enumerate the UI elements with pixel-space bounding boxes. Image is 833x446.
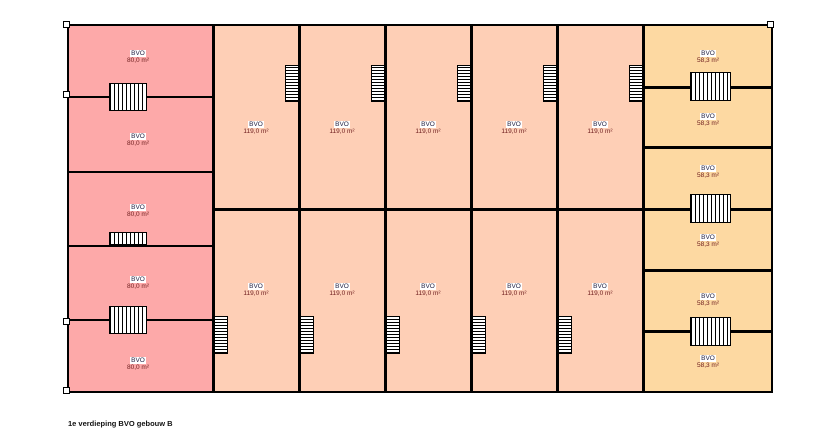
unit-area: 80,0 m² bbox=[126, 364, 150, 371]
unit-area: 58,3 m² bbox=[696, 362, 720, 369]
wall bbox=[68, 245, 213, 247]
unit-name: BVO bbox=[506, 121, 522, 128]
corner-marker bbox=[767, 21, 774, 28]
unit-area: 58,3 m² bbox=[696, 57, 720, 64]
staircase bbox=[371, 65, 385, 102]
staircase bbox=[285, 65, 299, 102]
unit-name: BVO bbox=[334, 121, 350, 128]
unit-name: BVO bbox=[248, 121, 264, 128]
staircase bbox=[690, 194, 731, 223]
corner-marker bbox=[63, 21, 70, 28]
unit-name: BVO bbox=[420, 283, 436, 290]
unit-name: BVO bbox=[700, 293, 716, 300]
unit-area: 58,3 m² bbox=[696, 241, 720, 248]
wall bbox=[213, 208, 643, 211]
staircase bbox=[558, 316, 572, 354]
unit-area: 119,0 m² bbox=[501, 290, 527, 297]
unit-area: 119,0 m² bbox=[415, 128, 441, 135]
unit-area: 119,0 m² bbox=[329, 290, 355, 297]
unit-name: BVO bbox=[420, 121, 436, 128]
staircase bbox=[109, 83, 147, 111]
unit-area: 119,0 m² bbox=[243, 290, 269, 297]
unit-area: 58,3 m² bbox=[696, 172, 720, 179]
unit-name: BVO bbox=[592, 121, 608, 128]
staircase bbox=[109, 232, 147, 245]
wall bbox=[643, 269, 772, 272]
unit-name: BVO bbox=[506, 283, 522, 290]
staircase bbox=[472, 316, 486, 354]
wall bbox=[67, 24, 773, 26]
unit-name: BVO bbox=[248, 283, 264, 290]
plan-caption: 1e verdieping BVO gebouw B bbox=[68, 419, 173, 428]
unit-area: 80,0 m² bbox=[126, 57, 150, 64]
staircase bbox=[300, 316, 314, 354]
unit-area: 119,0 m² bbox=[501, 128, 527, 135]
unit-area: 80,0 m² bbox=[126, 140, 150, 147]
unit-name: BVO bbox=[700, 234, 716, 241]
unit-name: BVO bbox=[130, 357, 146, 364]
unit-name: BVO bbox=[700, 113, 716, 120]
staircase bbox=[690, 72, 731, 101]
wall bbox=[68, 171, 213, 173]
unit-name: BVO bbox=[130, 133, 146, 140]
wall bbox=[67, 391, 773, 393]
unit-area: 119,0 m² bbox=[587, 290, 613, 297]
staircase bbox=[457, 65, 471, 102]
unit-name: BVO bbox=[130, 276, 146, 283]
unit-area: 119,0 m² bbox=[415, 290, 441, 297]
staircase bbox=[543, 65, 557, 102]
unit-area: 80,0 m² bbox=[126, 211, 150, 218]
staircase bbox=[386, 316, 400, 354]
wall bbox=[771, 24, 773, 393]
unit-name: BVO bbox=[700, 355, 716, 362]
unit-area: 58,3 m² bbox=[696, 120, 720, 127]
unit-area: 119,0 m² bbox=[587, 128, 613, 135]
unit-name: BVO bbox=[130, 50, 146, 57]
wall bbox=[67, 24, 69, 393]
unit-area: 80,0 m² bbox=[126, 283, 150, 290]
staircase bbox=[109, 306, 147, 334]
unit-name: BVO bbox=[130, 204, 146, 211]
staircase bbox=[629, 65, 643, 102]
unit-area: 119,0 m² bbox=[329, 128, 355, 135]
unit-name: BVO bbox=[700, 50, 716, 57]
staircase bbox=[690, 317, 731, 346]
unit-name: BVO bbox=[334, 283, 350, 290]
staircase bbox=[214, 316, 228, 354]
unit-name: BVO bbox=[592, 283, 608, 290]
unit-name: BVO bbox=[700, 165, 716, 172]
corner-marker bbox=[63, 387, 70, 394]
unit-area: 119,0 m² bbox=[243, 128, 269, 135]
corner-marker bbox=[63, 318, 70, 325]
corner-marker bbox=[63, 91, 70, 98]
wall bbox=[643, 146, 772, 149]
unit-area: 58,3 m² bbox=[696, 300, 720, 307]
